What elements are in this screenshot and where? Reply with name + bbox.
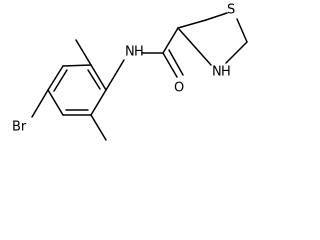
bond-ring-left-lower — [47, 89, 64, 116]
atom-label-o: O — [174, 81, 184, 96]
atom-label-s: S — [227, 3, 235, 18]
bond-carbonyl-ring — [162, 27, 179, 54]
bond-ring-left-upper — [47, 65, 64, 91]
bond-aryl-n — [105, 59, 125, 91]
bonds — [31, 12, 248, 141]
bond-ring-left-upper-double — [53, 69, 68, 92]
bond-ring-right-lower — [90, 89, 107, 116]
bond-c-br — [31, 89, 49, 118]
bond-ring-right-upper — [90, 64, 107, 91]
atom-label-br: Br — [12, 120, 27, 135]
bond-ring2-n-c4 — [177, 27, 212, 66]
bond-ring-right-upper-double — [87, 69, 101, 90]
bond-ring2-c5-s — [205, 12, 228, 21]
bond-ring2-c2-n — [225, 41, 248, 64]
bond-ring-top-left — [62, 64, 92, 67]
bond-methyl-top — [75, 39, 92, 66]
bond-ring2-s-c2 — [236, 18, 248, 43]
bond-carbonyl-o — [162, 52, 178, 78]
atom-label-h-ring: H — [221, 65, 231, 80]
atom-label-n-amide: N — [125, 45, 135, 60]
molecule-structure: Br N H O S N H — [12, 3, 248, 141]
atom-label-h-amide: H — [134, 45, 144, 60]
bond-carbonyl-o-double — [168, 49, 184, 76]
bond-methyl-bottom — [90, 114, 107, 141]
bond-ring2-c4-c5 — [177, 19, 207, 29]
atom-label-n-ring: N — [212, 65, 222, 80]
atom-labels: Br N H O S N H — [12, 3, 235, 135]
